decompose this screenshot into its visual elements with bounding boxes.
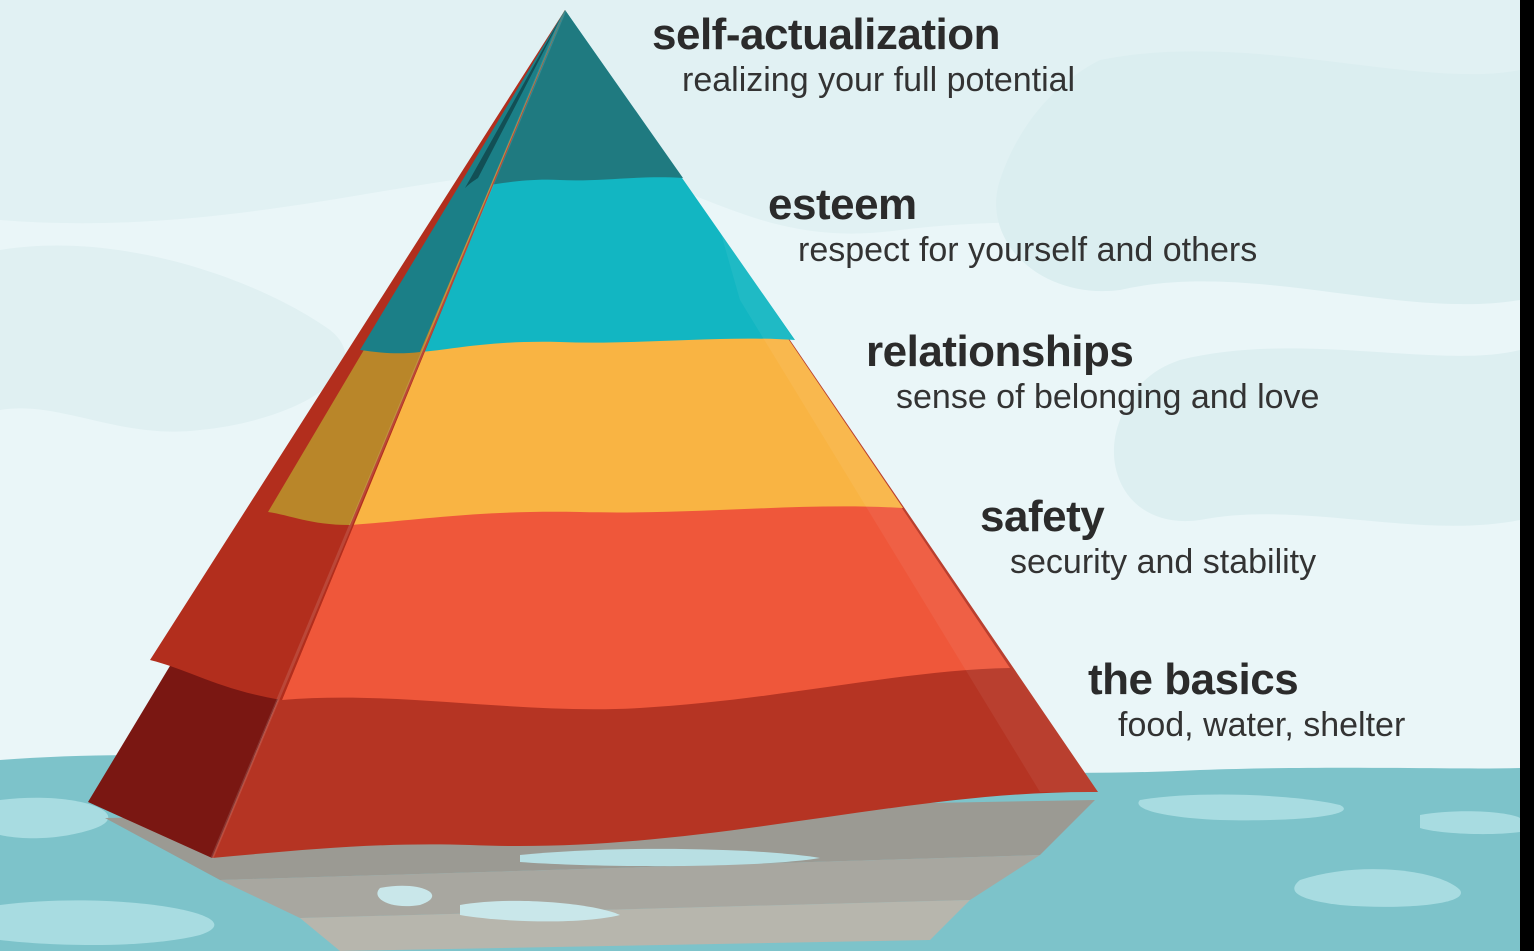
- water-highlight: [377, 885, 433, 907]
- level-name: esteem: [768, 180, 917, 229]
- pyramid-right-edge-glow: [720, 230, 1098, 792]
- level-description: sense of belonging and love: [896, 378, 1320, 416]
- level-description: food, water, shelter: [1118, 706, 1406, 744]
- pyramid-ridge: [210, 9, 567, 859]
- water-highlight: [0, 900, 215, 945]
- level-label-safety: safety security and stability: [980, 492, 1316, 582]
- level-esteem: [420, 10, 795, 352]
- sky-cloud: [1113, 348, 1520, 526]
- water-highlight: [1138, 794, 1344, 821]
- water-highlight: [1294, 869, 1461, 907]
- pyramid-left-face-self-actualization: [465, 10, 565, 188]
- level-name: safety: [980, 492, 1105, 541]
- level-description: security and stability: [1010, 543, 1317, 581]
- level-description: realizing your full potential: [682, 61, 1076, 99]
- water-highlight: [460, 900, 620, 922]
- level-description: respect for yourself and others: [798, 231, 1258, 269]
- pyramid-left-face-esteem: [360, 10, 565, 354]
- pyramid-reflection: [300, 900, 970, 951]
- level-self-actualization: [465, 10, 683, 188]
- water-highlight: [0, 797, 109, 839]
- level-name: the basics: [1088, 655, 1299, 704]
- level-name: self-actualization: [652, 10, 1000, 59]
- level-name: relationships: [866, 327, 1134, 376]
- sky-cloud: [0, 245, 346, 432]
- level-label-relationships: relationships sense of belonging and lov…: [866, 327, 1319, 417]
- level-label-self-actualization: self-actualization realizing your full p…: [652, 10, 1075, 100]
- water-highlight: [520, 848, 820, 867]
- level-label-basics: the basics food, water, shelter: [1088, 655, 1405, 745]
- water-highlight: [1420, 811, 1520, 835]
- level-label-esteem: esteem respect for yourself and others: [768, 180, 1257, 270]
- sky-cloud: [996, 51, 1520, 305]
